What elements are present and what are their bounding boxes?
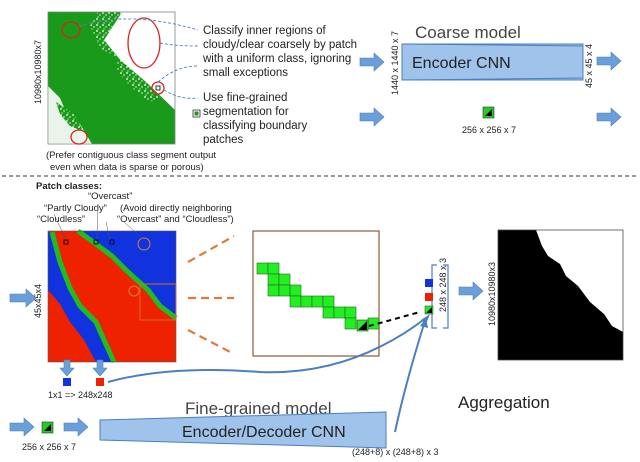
marker-partly [93,239,99,245]
encoder-label: Encoder CNN [412,55,511,72]
class-overcast-label: “Overcast” [88,191,132,202]
boundary-patch [278,284,291,297]
fine-model-flow [394,323,425,433]
class-cloudless-label: “Cloudless” [37,214,85,225]
grid-input-arrow [9,288,37,308]
coarse-arrows [359,51,622,127]
boundary-patch [333,306,346,319]
output-dim-label-bottom: 10980x10980x3 [487,262,497,326]
boundary-patch [344,306,357,319]
bottom-section: Patch classes: “Overcast” “Partly Cloudy… [9,181,624,457]
upsample-label: 1x1 => 248x248 [48,390,113,400]
aggregation-label: Aggregation [458,393,550,412]
boundary-patch [300,295,313,308]
boundary-patch [289,295,302,308]
avoid-note: (Avoid directly neighboring “Overcast” a… [117,203,234,225]
boundary-circle [128,285,140,297]
boundary-patch [344,317,357,330]
zoom-highlight-box [139,283,177,321]
boundary-patch [267,262,280,275]
final-mask-output [497,229,624,361]
encoder-decoder-block [99,411,387,449]
fine-input-arrow [9,417,35,437]
region-circle-porous [70,129,88,145]
aggregation-arrow [458,281,484,301]
boundary-patch-cells [256,262,380,330]
seg-red [425,293,433,301]
encdec-label: Encoder/Decoder CNN [182,424,346,441]
boundary-patch [267,284,280,297]
marker-overcast [109,239,115,245]
satellite-image [47,11,176,145]
region-circle-inner [61,21,81,39]
seg-dim-label: 248 x 248 x 3 [438,258,448,312]
class-grid [47,228,178,364]
boundary-patch [322,295,335,308]
coarse-title: Coarse model [415,23,521,42]
upsample-flow [107,317,427,383]
input-dim-label: 1440 x 1440 x 7 [390,31,400,95]
fine-input-dim: 256 x 256 x 7 [22,442,76,452]
boundary-patch [311,295,324,308]
fine-mid-arrow [63,417,89,437]
boundary-patch [256,262,269,275]
down-arrows [59,359,108,377]
seg-blue [425,279,433,287]
note-prefer: (Prefer contiguous class segment output … [46,150,219,173]
output-dim-label: 45 x 45 x 4 [584,44,594,88]
grid-dim-label: 45x45x4 [33,284,43,318]
boundary-patch [278,273,291,286]
patch-dim-label: 256 x 256 x 7 [462,125,516,135]
size-label: 10980x10980x7 [33,40,43,104]
avoid-circle [137,237,151,251]
note-fine-grained: Use fine-grained segmentation for classi… [203,92,310,146]
boundary-patch [367,317,380,330]
class-partly-label: “Partly Cloudy” [44,203,107,214]
patch-classes-heading: Patch classes: [36,181,102,192]
boundary-patch [267,273,280,286]
fine-output-dim: (248+8) x (248+8) x 3 [352,447,439,457]
boundary-patch [289,284,302,297]
boundary-patch [322,306,335,319]
fine-title: Fine-grained model [185,399,331,418]
top-section: 10980x10980x7 Classify inner regions of … [33,11,622,173]
upsample-blue [63,378,71,386]
upsample-red [96,378,104,386]
note-classify-inner: Classify inner regions of cloudy/clear c… [202,25,360,79]
